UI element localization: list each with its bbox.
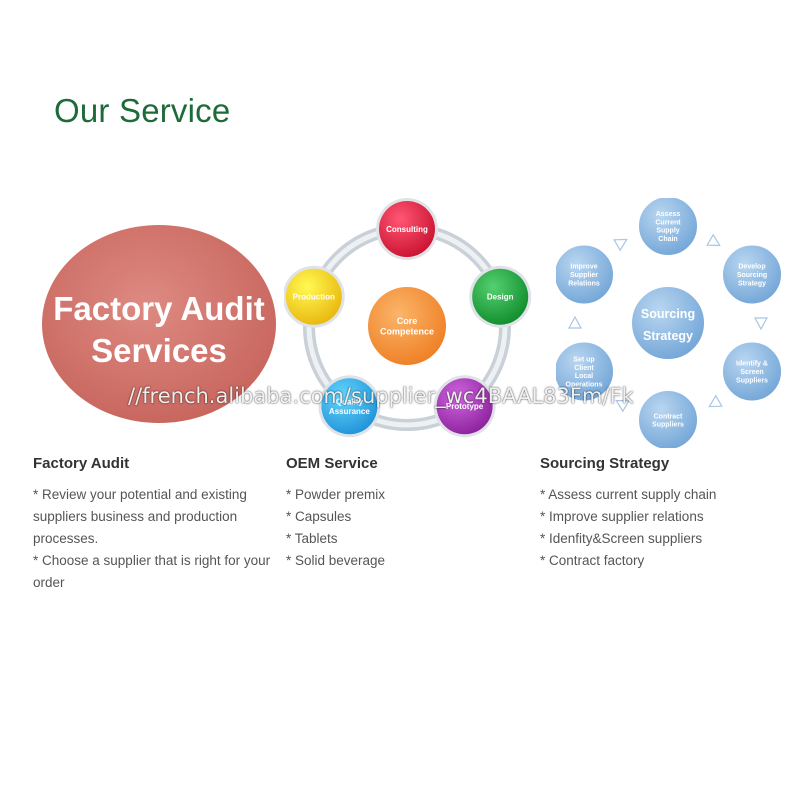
- sourcing-node-label: Client: [574, 365, 594, 372]
- core-competence-circle: [366, 285, 448, 367]
- core-competence-label: Competence: [380, 327, 434, 337]
- cycle-arrow: [706, 233, 721, 247]
- cycle-node: [472, 268, 529, 325]
- cycle-node-label: Quality: [336, 397, 364, 406]
- cycle-node: [436, 378, 493, 435]
- sourcing-node-label: Identify &: [736, 361, 768, 368]
- list-item: * Contract factory: [540, 553, 645, 568]
- sourcing-strategy-diagram: SourcingStrategyAssessCurrentSupplyChain…: [556, 198, 784, 448]
- list-item: * Improve supplier relations: [540, 509, 704, 524]
- sourcing-node-label: Sourcing: [737, 272, 767, 279]
- cycle-arrow: [613, 238, 628, 252]
- cycle-arrow: [567, 315, 583, 329]
- sourcing-node-label: Develop: [738, 264, 765, 271]
- sourcing-node: [556, 340, 615, 403]
- cycle-arrow: [615, 399, 630, 413]
- sourcing-strategy-heading: Sourcing Strategy: [540, 455, 670, 472]
- page-title: Our Service: [54, 92, 231, 129]
- cycle-node-label: Production: [293, 293, 335, 302]
- cycle-arrow: [708, 394, 723, 408]
- sourcing-node-label: Screen: [740, 369, 763, 376]
- sourcing-node: [637, 389, 699, 448]
- sourcing-node-label: Contract: [654, 413, 683, 420]
- sourcing-node-label: Local: [575, 373, 593, 380]
- sourcing-node-label: Operations: [566, 382, 603, 389]
- sourcing-node-label: Supply: [656, 228, 679, 235]
- list-item: * Tablets: [286, 531, 338, 546]
- factory-audit-heading: Factory Audit: [33, 455, 130, 472]
- factory-audit-column: Factory Audit * Review your potential an…: [33, 455, 283, 594]
- oem-service-heading: OEM Service: [286, 455, 378, 472]
- list-item: * Review your potential and existing sup…: [33, 487, 247, 546]
- cycle-node: [285, 268, 342, 325]
- list-item: * Idenfity&Screen suppliers: [540, 531, 703, 546]
- sourcing-node-label: Relations: [568, 280, 600, 287]
- list-item: * Choose a supplier that is right for yo…: [33, 553, 271, 590]
- cycle-node-label: Design: [487, 293, 514, 302]
- list-item: * Solid beverage: [286, 553, 386, 568]
- sourcing-node: [637, 198, 699, 257]
- factory-audit-line1: Factory Audit: [53, 290, 264, 327]
- sourcing-strategy-column: Sourcing Strategy * Assess current suppl…: [540, 455, 790, 572]
- sourcing-node-label: Assess: [656, 211, 681, 218]
- cycle-node-label: Consulting: [386, 225, 428, 234]
- list-item: * Capsules: [286, 509, 352, 524]
- factory-audit-ellipse: [42, 225, 276, 423]
- sourcing-strategy-label: Sourcing: [641, 307, 695, 321]
- sourcing-node-label: Set up: [573, 356, 594, 363]
- factory-audit-line2: Services: [91, 332, 227, 369]
- cycle-node: [321, 378, 378, 435]
- cycle-node: [379, 201, 435, 257]
- list-item: * Assess current supply chain: [540, 487, 717, 502]
- core-competence-label: Core: [397, 316, 418, 326]
- sourcing-strategy-label: Strategy: [643, 329, 693, 343]
- sourcing-node-label: Improve: [570, 264, 597, 271]
- sourcing-node-label: Current: [655, 219, 681, 226]
- factory-audit-graphic: Factory Audit Services: [42, 225, 276, 423]
- oem-service-column: OEM Service * Powder premix * Capsules *…: [286, 455, 536, 572]
- sourcing-node-label: Suppliers: [652, 422, 684, 429]
- list-item: * Powder premix: [286, 487, 386, 502]
- sourcing-node-label: Supplier: [570, 272, 598, 279]
- sourcing-node-label: Strategy: [738, 280, 766, 287]
- cycle-node-label: Prototype: [446, 402, 484, 411]
- cycle-node-label: Assurance: [329, 407, 370, 416]
- sourcing-node-label: Chain: [658, 236, 677, 243]
- sourcing-node: [721, 243, 784, 306]
- sourcing-node: [556, 243, 615, 306]
- sourcing-node-label: Suppliers: [736, 377, 768, 384]
- sourcing-node: [721, 340, 784, 403]
- sourcing-strategy-circle: [630, 285, 706, 361]
- cycle-arrow: [753, 317, 769, 331]
